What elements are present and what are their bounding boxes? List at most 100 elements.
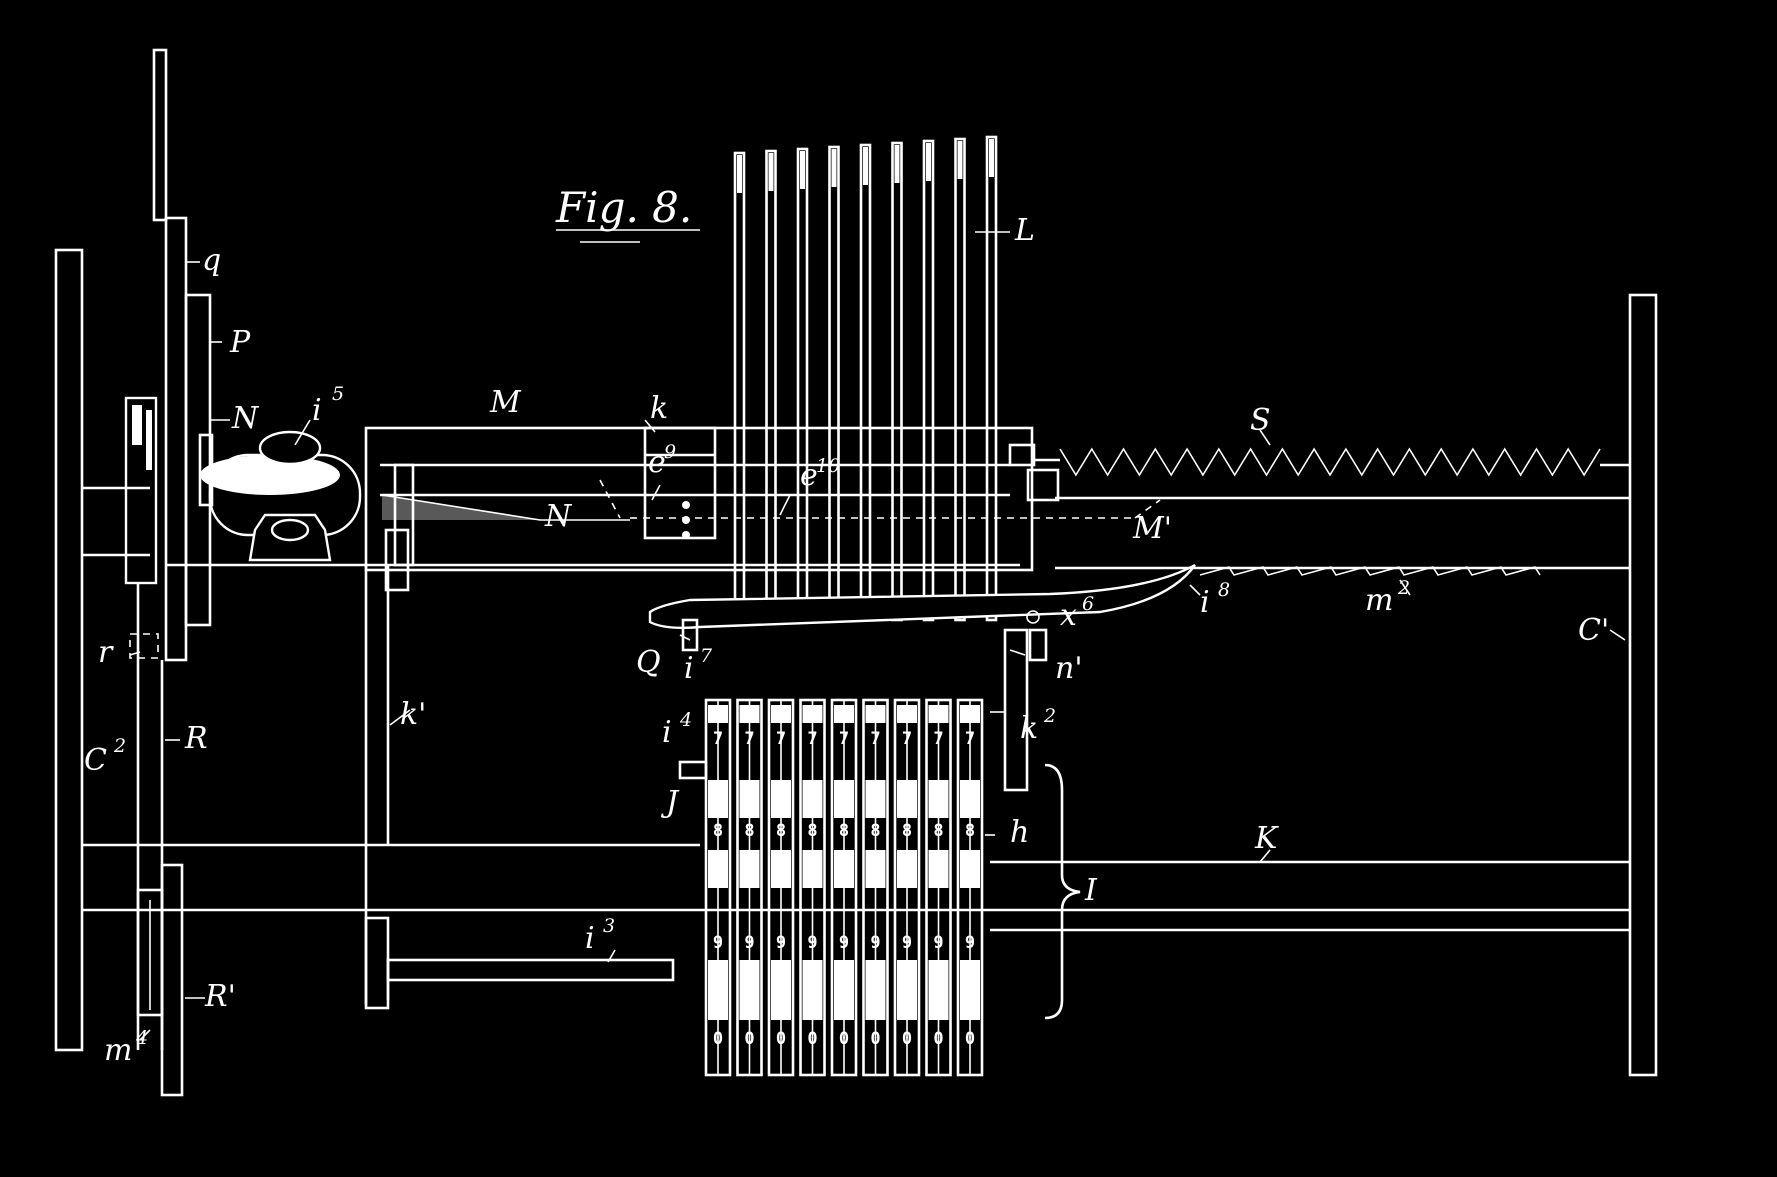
wheel-band-mid — [897, 780, 917, 818]
leader-lines — [129, 231, 1626, 1041]
wheel-band-bottom — [739, 960, 760, 1020]
wheel-digit: 0 — [902, 1029, 912, 1049]
label-x6: x — [1060, 598, 1077, 633]
key-blade — [891, 141, 903, 622]
key-blade — [985, 135, 998, 622]
wheel-digit: 8 — [744, 821, 754, 841]
label-i8: i — [1200, 585, 1210, 620]
wheel-digit: 9 — [839, 933, 849, 953]
label-S: S — [1250, 403, 1271, 438]
label-i8-sup: 8 — [1218, 579, 1230, 601]
wheel-band-mid — [771, 780, 791, 818]
gear-r-prime — [136, 863, 184, 1097]
wheel-digit: 0 — [807, 1029, 817, 1049]
wheel-band-low — [960, 850, 980, 888]
wheel-band-mid — [739, 780, 760, 818]
key-blade-tip — [768, 153, 774, 191]
wheel-digit: 8 — [807, 821, 817, 841]
label-e9: e — [648, 445, 666, 480]
wheel-band-mid — [802, 780, 823, 818]
key-blade — [765, 149, 777, 622]
label-C2-sup: 2 — [113, 735, 126, 757]
wheel-digit: 7 — [933, 729, 943, 749]
label-K: K — [1254, 821, 1279, 856]
label-m2: m — [1365, 583, 1393, 618]
wheel-digit: 7 — [744, 729, 754, 749]
wheel-band-low — [897, 850, 917, 888]
wheel-digit: 7 — [776, 729, 786, 749]
figure-title: Fig. 8. — [555, 183, 700, 243]
wheel-digit: 8 — [965, 821, 975, 841]
wheel-band-low — [771, 850, 791, 888]
label-i7-sup: 7 — [700, 645, 713, 667]
wheel-digit: 9 — [744, 933, 754, 953]
key-blade — [922, 139, 935, 622]
wheel-band-low — [739, 850, 760, 888]
wheel-digit: 0 — [744, 1029, 754, 1049]
wheel-band-top — [960, 705, 980, 723]
wheel-band-mid — [960, 780, 980, 818]
label-i4: i — [662, 715, 672, 750]
wheel-digit: 7 — [870, 729, 880, 749]
spring-s — [1035, 447, 1630, 477]
label-k2-sup: 2 — [1043, 705, 1056, 727]
wheel-digit: 8 — [839, 821, 849, 841]
wheel-digit: 9 — [965, 933, 975, 953]
key-blade-tip — [989, 139, 994, 177]
wheel-digit: 9 — [776, 933, 786, 953]
key-blade-tip — [863, 147, 868, 185]
key-blade — [954, 137, 966, 622]
label-I: I — [1084, 873, 1098, 908]
label-i3-sup: 3 — [603, 915, 615, 937]
key-blade — [859, 143, 872, 622]
label-L: L — [1014, 213, 1035, 248]
frame-plate-c1 — [1628, 293, 1658, 1077]
frame-plate-c2 — [54, 248, 84, 1052]
wheel-digit: 9 — [870, 933, 880, 953]
key-blade — [828, 145, 840, 622]
wheel-digit: 7 — [965, 729, 975, 749]
label-e10-sup: 10 — [816, 455, 840, 477]
wheel-digit: 0 — [965, 1029, 975, 1049]
label-h: h — [1010, 815, 1029, 850]
wheel-band-mid — [928, 780, 949, 818]
wheel-digit: 9 — [933, 933, 943, 953]
wheel-digit: 9 — [807, 933, 817, 953]
label-C1: C' — [1578, 613, 1609, 648]
wheel-band-top — [739, 705, 760, 723]
wheel-digit: 0 — [839, 1029, 849, 1049]
wheel-band-low — [928, 850, 949, 888]
wheel-digit: 8 — [933, 821, 943, 841]
wheel-digit: 7 — [902, 729, 912, 749]
key-blade-tip — [737, 155, 742, 193]
wheel-band-top — [771, 705, 791, 723]
rod-k1 — [364, 528, 410, 1010]
wheel-digit: 8 — [870, 821, 880, 841]
label-k: k — [650, 391, 668, 426]
label-i5: i — [312, 393, 322, 428]
label-P: P — [229, 325, 251, 360]
label-M: M — [489, 385, 522, 420]
key-blade-tip — [926, 143, 931, 181]
label-N: N — [231, 401, 260, 436]
label-i4-sup: 4 — [679, 709, 692, 731]
wheel-band-top — [834, 705, 854, 723]
key-blade-tip — [831, 149, 837, 187]
wheel-digit: 0 — [933, 1029, 943, 1049]
wheel-band-bottom — [771, 960, 791, 1020]
key-blade — [796, 147, 809, 622]
reference-labels: q P N i 5 M k e 9 e 10 N S L M' m 2 x 6 … — [84, 213, 1609, 1068]
label-e9-sup: 9 — [664, 441, 676, 463]
label-Q: Q — [636, 645, 661, 680]
label-m4: m — [104, 1033, 132, 1068]
wheel-digit: 8 — [713, 821, 723, 841]
label-C2: C — [84, 743, 107, 778]
label-r: r — [98, 635, 114, 670]
wheel-band-top — [865, 705, 886, 723]
wheel-digit: 7 — [839, 729, 849, 749]
wheel-band-bottom — [960, 960, 980, 1020]
wheel-digit: 0 — [713, 1029, 723, 1049]
slide-lever-q — [648, 563, 1196, 662]
